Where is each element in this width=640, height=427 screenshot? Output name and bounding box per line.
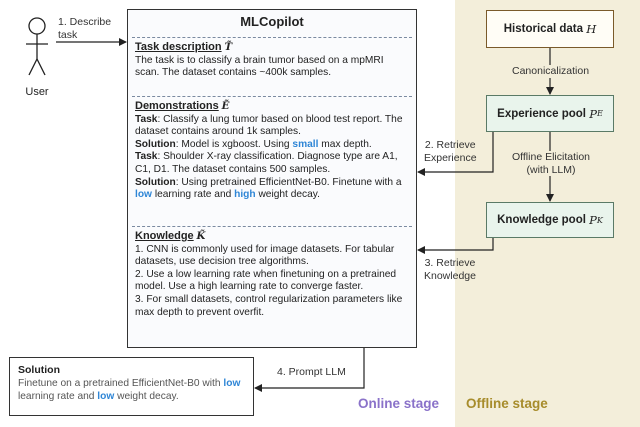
task-description-heading: Task description T̃ [135, 41, 233, 53]
edge-label-offline-elicitation: Offline Elicitation (with LLM) [510, 151, 593, 176]
offline-stage-label: Offline stage [466, 396, 548, 411]
solution-title: Solution [18, 364, 60, 376]
historical-symbol: H [586, 22, 597, 36]
edge-label-retrieve-knowledge: 3. Retrieve Knowledge [424, 257, 476, 282]
arrow-retrieve-knowledge [417, 219, 494, 254]
arrow-prompt-llm [254, 348, 365, 392]
user-label: User [25, 86, 49, 98]
mlcopilot-panel [127, 9, 417, 348]
task-description-text: The task is to classify a brain tumor ba… [135, 54, 384, 79]
user-icon [26, 17, 48, 76]
demo-task-1: Task: Classify a lung tumor based on blo… [135, 113, 403, 138]
demo-solution-1: Solution: Model is xgboost. Using small … [135, 138, 372, 150]
knowledge-item: 3. For small datasets, control regulariz… [135, 293, 403, 318]
demo-solution-2: Solution: Using pretrained EfficientNet-… [135, 176, 402, 201]
edge-label-canonicalization: Canonicalization [510, 65, 592, 78]
demonstrations-symbol: Ẽ [221, 100, 230, 112]
task-description-section: Task description T̃ The task is to class… [132, 37, 412, 93]
edge-label-retrieve-experience: 2. Retrieve Experience [424, 139, 477, 164]
knowledge-section: Knowledge K̃ 1. CNN is commonly used for… [132, 226, 412, 342]
demo-task-2: Task: Shoulder X-ray classification. Dia… [135, 151, 398, 175]
online-stage-label: Online stage [358, 396, 440, 411]
demonstrations-section: Demonstrations Ẽ Task: Classify a lung t… [132, 96, 412, 224]
solution-text: Finetune on a pretrained EfficientNet-B0… [18, 378, 241, 402]
task-symbol: T̃ [224, 41, 233, 53]
knowledge-heading: Knowledge K̃ [135, 230, 206, 242]
mlcopilot-title: MLCopilot [240, 14, 304, 29]
knowledge-item: 2. Use a low learning rate when finetuni… [135, 268, 397, 293]
demonstrations-heading: Demonstrations Ẽ [135, 100, 230, 112]
edge-label-prompt-llm: 4. Prompt LLM [277, 366, 346, 378]
knowledge-symbol: K̃ [196, 230, 206, 242]
historical-data-box: Historical data H [486, 10, 614, 48]
knowledge-item: 1. CNN is commonly used for image datase… [135, 243, 395, 268]
edge-label-describe: 1. Describe task [58, 16, 112, 41]
solution-box: Solution Finetune on a pretrained Effici… [9, 357, 254, 416]
